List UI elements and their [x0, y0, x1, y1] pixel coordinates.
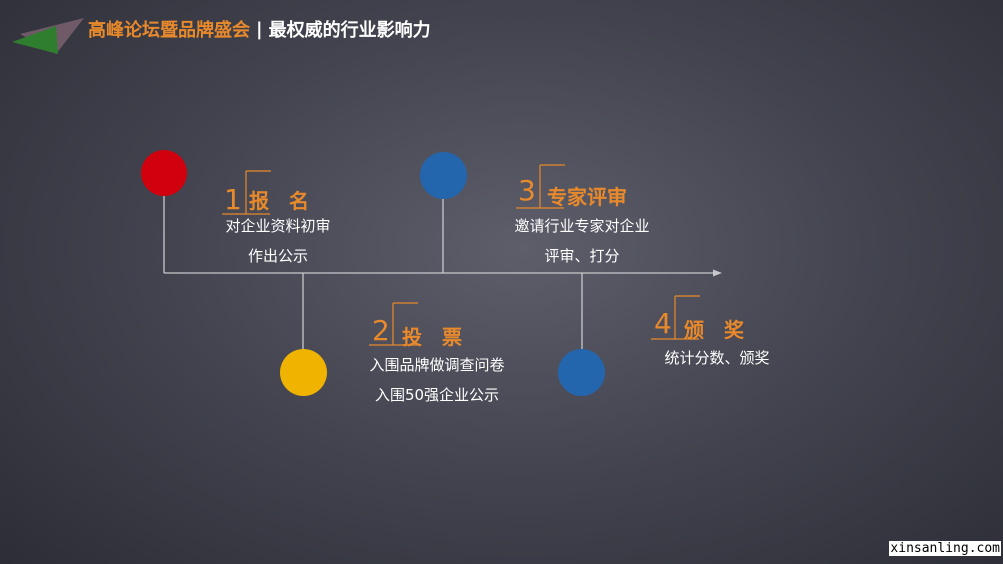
- bracket-3: [516, 164, 565, 209]
- step-3-line-1: 邀请行业专家对企业: [514, 217, 650, 235]
- title-right: 最权威的行业影响力: [268, 20, 431, 41]
- page-title: 高峰论坛暨品牌盛会 | 最权威的行业影响力: [88, 14, 431, 44]
- step-4-number: 4: [654, 307, 672, 340]
- step-1-line-1: 对企业资料初审: [225, 217, 331, 235]
- title-left: 高峰论坛暨品牌盛会: [88, 20, 250, 41]
- step-1-line-2: 作出公示: [247, 247, 308, 265]
- step-3-number: 3: [518, 174, 536, 207]
- bracket-1: [222, 170, 271, 215]
- step-1-number: 1: [224, 183, 242, 216]
- bracket-2: [369, 302, 418, 346]
- node-2-yellow: [280, 349, 327, 396]
- timeline-arrow-icon: [713, 269, 722, 277]
- step-3-line-2: 评审、打分: [544, 247, 620, 265]
- bracket-4: [651, 295, 700, 340]
- node-1-red: [141, 150, 187, 196]
- node-4-blue: [558, 349, 605, 396]
- node-3-blue: [420, 152, 467, 199]
- step-4-line-1: 统计分数、颁奖: [664, 349, 770, 367]
- step-3-title: 专家评审: [547, 185, 627, 209]
- step-1-title: 报 名: [249, 189, 309, 213]
- step-2-title: 投 票: [402, 325, 462, 349]
- step-4-title: 颁 奖: [684, 318, 744, 342]
- step-2-line-2: 入围50强企业公示: [374, 386, 500, 404]
- corner-logo-icon: [12, 18, 84, 54]
- step-2-number: 2: [372, 314, 390, 347]
- title-separator: |: [256, 18, 263, 40]
- watermark: xinsanling.com: [889, 541, 1001, 556]
- step-2-line-1: 入围品牌做调查问卷: [369, 356, 505, 374]
